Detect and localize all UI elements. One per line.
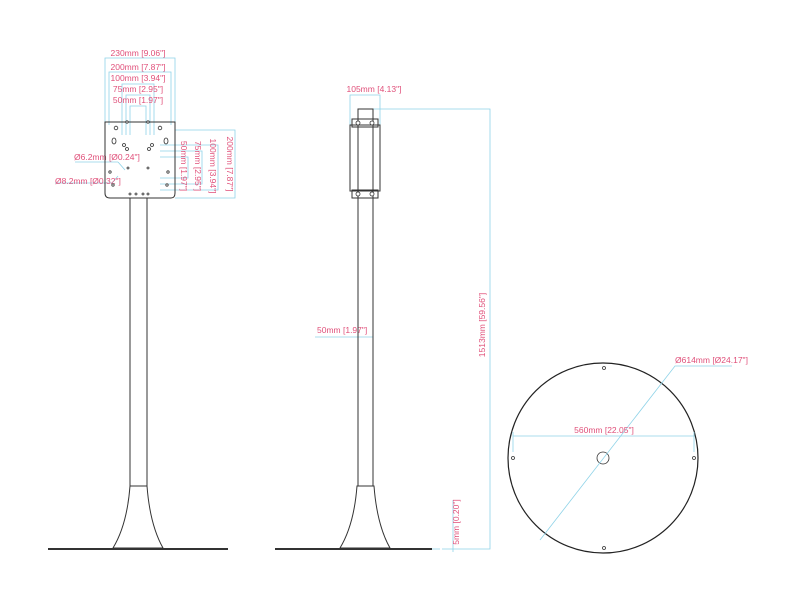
width-label-230: 230mm [9.06"] (111, 48, 166, 58)
hole-large-label: Ø8.2mm [Ø0.32"] (55, 176, 121, 186)
total-height-label: 1513mm [59.56"] (477, 293, 487, 357)
width-label-75: 75mm [2.95"] (113, 84, 163, 94)
hole-spacing-label: 560mm [22.05"] (574, 425, 634, 435)
side-view: 105mm [4.13"] 50mm [1.97"] 1513mm [59.56… (275, 84, 491, 552)
height-label-100: 100mm [3.94"] (208, 139, 218, 194)
base-diameter-label: Ø614mm [Ø24.17"] (675, 355, 748, 365)
bracket-clamp-bottom (351, 189, 379, 199)
bracket-width-label: 105mm [4.13"] (347, 84, 402, 94)
height-label-200: 200mm [7.87"] (225, 137, 235, 192)
width-label-200: 200mm [7.87"] (111, 62, 166, 72)
height-label-50: 50mm [1.97"] (179, 141, 189, 191)
height-label-75: 75mm [2.95"] (193, 141, 203, 191)
plate-holes (108, 120, 170, 196)
side-bracket (349, 124, 381, 192)
width-label-100: 100mm [3.94"] (111, 73, 166, 83)
bracket-clamp-top (351, 118, 379, 128)
base-thickness-label: 5mm [0.20"] (451, 499, 461, 545)
front-view: 230mm [9.06"] 200mm [7.87"] 100mm [3.94"… (48, 48, 236, 550)
base-top-view: 560mm [22.05"] Ø614mm [Ø24.17"] (507, 355, 748, 554)
side-pole (357, 108, 374, 487)
vesa-plate (104, 121, 176, 199)
hole-small-label: Ø6.2mm [Ø0.24"] (74, 152, 140, 162)
side-base-flare (339, 485, 391, 549)
front-pole (129, 197, 148, 487)
base-dimension-lines (512, 365, 732, 541)
width-label-50: 50mm [1.97"] (113, 95, 163, 105)
base-outline (507, 362, 699, 554)
front-base-flare (112, 485, 164, 549)
side-dimension-lines (315, 94, 491, 552)
pole-diameter-label: 50mm [1.97"] (317, 325, 367, 335)
front-dimension-lines (55, 57, 236, 199)
